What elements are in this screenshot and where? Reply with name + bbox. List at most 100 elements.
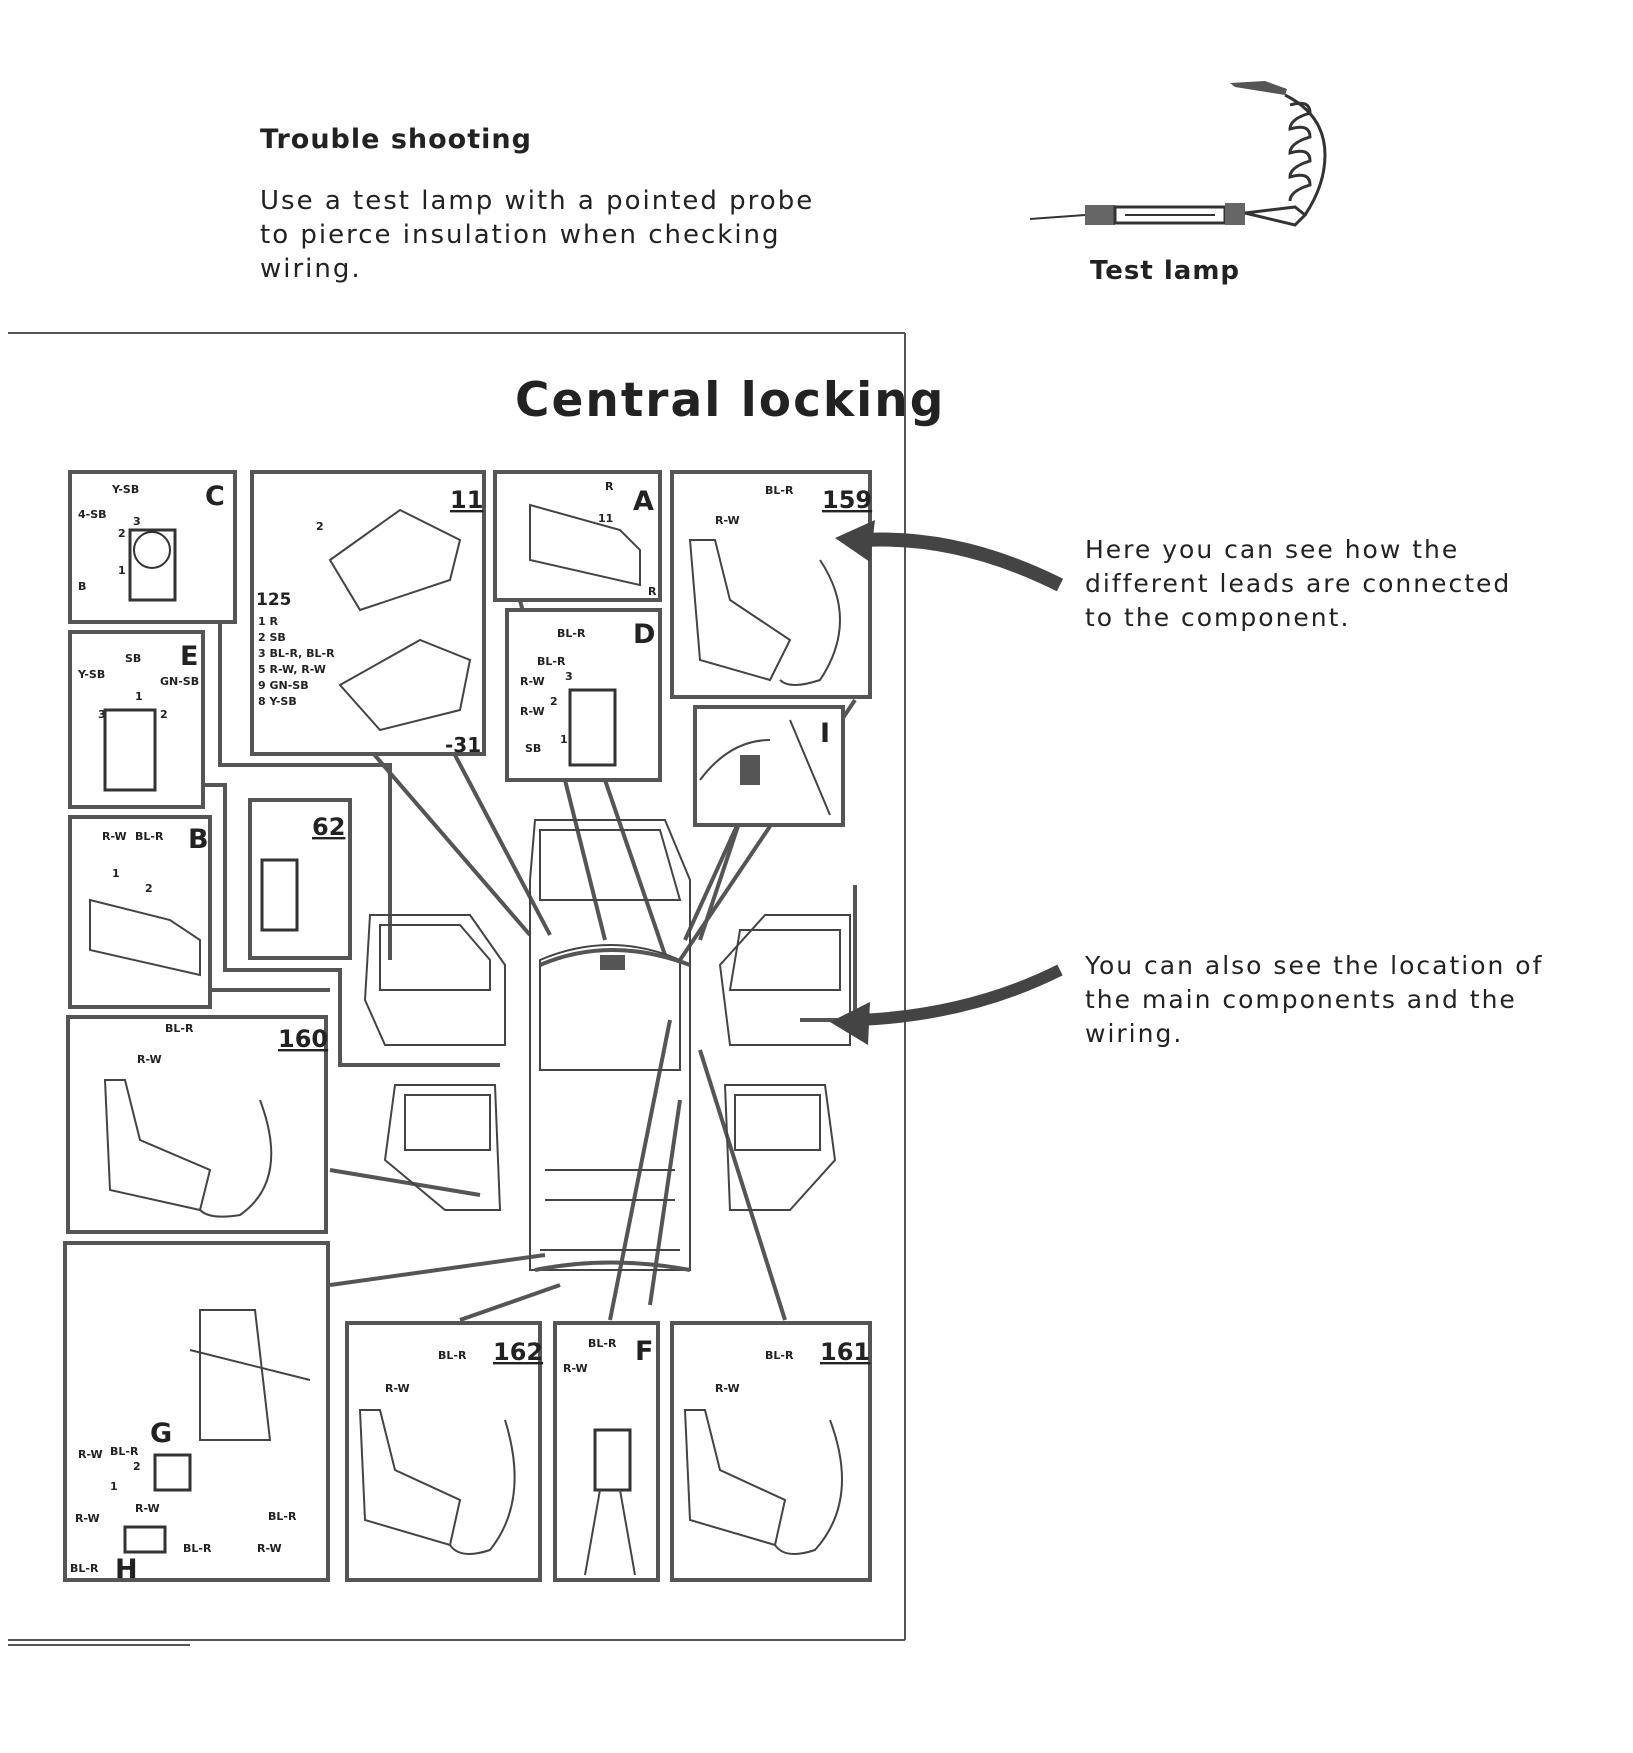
diagram-label: 2 [550,695,558,708]
panel-159: 159 BL-R R-W [670,470,872,699]
diagram-label: B [188,824,209,855]
diagram-label: B [78,580,86,593]
diagram-label: 3 BL-R, BL-R [258,647,335,660]
diagram-label: R-W [257,1542,282,1555]
panel-d: D BL-R BL-R R-W R-W SB 3 2 1 [505,608,662,782]
diagram-label: H [115,1554,138,1585]
diagram-label: 2 [145,882,153,895]
diagram-label: BL-R [110,1445,139,1458]
panel-f: F BL-R R-W [553,1321,660,1582]
diagram-label: 161 [820,1338,870,1366]
test-lamp-illustration [1029,81,1327,227]
diagram-label: 160 [278,1025,328,1053]
panel-c: C Y-SB 4-SB B 3 2 1 [68,470,237,624]
diagram-label: GN-SB [160,675,199,688]
diagram-label: I [820,718,830,749]
diagram-label: 11 [450,486,483,514]
intro-text: Use a test lamp with a pointed probe to … [260,186,815,284]
test-lamp-label: Test lamp [1090,256,1241,286]
diagram-label: Y-SB [77,668,105,681]
diagram-label: BL-R [557,627,586,640]
diagram-label: R-W [715,514,740,527]
diagram-label: 1 [560,733,568,746]
diagram-label: 8 Y-SB [258,695,297,708]
section-title: Trouble shooting [260,124,532,155]
diagram-label: 2 SB [258,631,286,644]
diagram-label: SB [525,742,541,755]
diagram-label: BL-R [537,655,566,668]
car-outline [529,819,691,1272]
diagram-label: BL-R [183,1542,212,1555]
door-front-left [363,914,506,1046]
diagram-label: 3 [133,515,141,528]
diagram-label: R-W [135,1502,160,1515]
door-rear-left [383,1084,502,1211]
panel-gh: G H R-W BL-R R-W R-W BL-R BL-R BL-R R-W … [63,1241,330,1585]
panel-11: 11 2 125 1 R 2 SB 3 BL-R, BL-R 5 R-W, R-… [250,470,486,757]
diagram-label: R-W [78,1448,103,1461]
diagram-label: R-W [75,1512,100,1525]
door-rear-right [723,1084,837,1211]
panel-c-letter: C [205,481,225,512]
diagram-label: 5 R-W, R-W [258,663,326,676]
diagram-label: BL-R [70,1562,99,1575]
diagram-label: 1 [112,867,120,880]
diagram-label: R-W [520,675,545,688]
panel-162: 162 BL-R R-W [345,1321,543,1582]
door-front-right [718,914,851,1046]
diagram-label: BL-R [135,830,164,843]
diagram-title: Central locking [515,373,946,428]
diagram-label: 3 [98,708,106,721]
panel-i: I [693,705,845,827]
panel-62: 62 [248,798,352,960]
diagram-label: R [605,480,614,493]
diagram-label: 4-SB [78,508,107,521]
connection-wires [205,560,857,1322]
diagram-label: BL-R [765,484,794,497]
panel-161: 161 BL-R R-W [670,1321,872,1582]
note-leads: Here you can see how the different leads… [1085,535,1512,632]
diagram-label: 125 [256,590,292,610]
pointer-arrows [830,520,1064,1045]
diagram-label: 11 [598,512,613,525]
diagram-label: R-W [520,705,545,718]
diagram-label: R-W [102,830,127,843]
diagram-label: 162 [493,1338,543,1366]
diagram-label: SB [125,652,141,665]
diagram-label: -31 [445,733,481,757]
diagram-label: 3 [565,670,573,683]
panel-b: B R-W BL-R 1 2 [68,815,212,1009]
diagram-label: Y-SB [111,483,139,496]
panel-160: 160 BL-R R-W [66,1015,328,1234]
diagram-label: 2 [133,1460,141,1473]
diagram-label: BL-R [438,1349,467,1362]
diagram-label: BL-R [765,1349,794,1362]
diagram-label: R-W [385,1382,410,1395]
diagram-label: BL-R [165,1022,194,1035]
diagram-label: R-W [715,1382,740,1395]
diagram-label: 1 [118,564,126,577]
diagram-label: 1 R [258,615,278,628]
panel-a: A R 11 R [493,470,662,602]
panel-e: E Y-SB SB GN-SB 3 1 2 [68,630,205,809]
diagram-label: BL-R [268,1510,297,1523]
diagram-label: 9 GN-SB [258,679,309,692]
diagram-label: R [648,585,657,598]
diagram-label: D [633,619,655,650]
diagram-label: 62 [312,813,345,841]
diagram-label: 2 [316,520,324,533]
diagram-label: E [180,641,198,672]
diagram-label: 2 [118,527,126,540]
diagram-label: 1 [110,1480,118,1493]
diagram-label: 159 [822,486,872,514]
diagram-label: BL-R [588,1337,617,1350]
diagram-label: R-W [563,1362,588,1375]
diagram-label: 1 [135,690,143,703]
diagram-label: A [633,486,654,517]
note-location: You can also see the location of the mai… [1085,951,1544,1048]
diagram-label: G [150,1418,172,1449]
diagram-label: F [635,1336,653,1367]
diagram-label: R-W [137,1053,162,1066]
diagram-label: 2 [160,708,168,721]
